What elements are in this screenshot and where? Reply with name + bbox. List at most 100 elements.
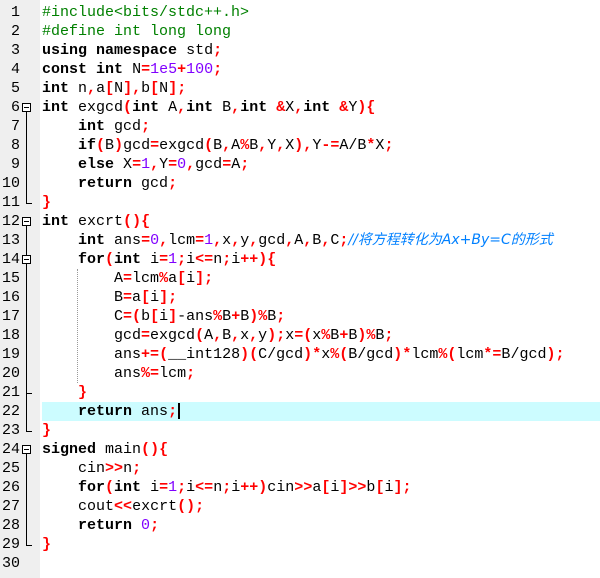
code-line[interactable]: 21 } xyxy=(0,383,600,402)
line-code[interactable]: cin>>n; xyxy=(42,459,600,478)
code-line[interactable]: 7 int gcd; xyxy=(0,117,600,136)
code-line[interactable]: 8 if(B)gcd=exgcd(B,A%B,Y,X),Y-=A/B*X; xyxy=(0,136,600,155)
line-code[interactable]: #include<bits/stdc++.h> xyxy=(42,3,600,22)
code-line[interactable]: 4 const int N=1e5+100; xyxy=(0,60,600,79)
identifier-token: lcm xyxy=(168,232,196,249)
line-code[interactable]: } xyxy=(42,535,600,554)
code-line[interactable]: 29} xyxy=(0,535,600,554)
keyword-token: for xyxy=(78,479,106,496)
keyword-token: int xyxy=(42,99,70,116)
line-code[interactable]: for(int i=1;i<=n;i++)cin>>a[i]>>b[i]; xyxy=(42,478,600,497)
number-token: 0 xyxy=(150,232,160,249)
operator-token: , xyxy=(213,327,223,344)
line-code[interactable]: for(int i=1;i<=n;i++){ xyxy=(42,250,600,269)
line-code[interactable]: signed main(){ xyxy=(42,440,600,459)
fold-end-marker xyxy=(26,545,32,546)
operator-token: ) xyxy=(150,441,160,458)
line-number: 21 xyxy=(1,384,20,401)
operator-token: , xyxy=(150,156,160,173)
identifier-token: B xyxy=(348,327,358,344)
operator-token: , xyxy=(186,156,196,173)
code-line[interactable]: 9 else X=1,Y=0,gcd=A; xyxy=(0,155,600,174)
code-line[interactable]: 13 int ans=0,lcm=1,x,y,gcd,A,B,C;//将方程转化… xyxy=(0,231,600,250)
line-code[interactable]: else X=1,Y=0,gcd=A; xyxy=(42,155,600,174)
line-code[interactable]: using namespace std; xyxy=(42,41,600,60)
fold-toggle-icon[interactable] xyxy=(22,217,31,226)
line-code[interactable]: } xyxy=(42,383,600,402)
line-code[interactable]: int gcd; xyxy=(42,117,600,136)
fold-toggle-icon[interactable] xyxy=(22,255,31,264)
line-code[interactable]: #define int long long xyxy=(42,22,600,41)
code-line[interactable]: 10 return gcd; xyxy=(0,174,600,193)
line-code[interactable]: } xyxy=(42,421,600,440)
line-number: 20 xyxy=(1,365,20,382)
operator-token: ] xyxy=(195,270,205,287)
line-code[interactable]: int excrt(){ xyxy=(42,212,600,231)
line-code[interactable]: if(B)gcd=exgcd(B,A%B,Y,X),Y-=A/B*X; xyxy=(42,136,600,155)
line-code[interactable]: return gcd; xyxy=(42,174,600,193)
code-line[interactable]: 2#define int long long xyxy=(0,22,600,41)
line-code[interactable]: cout<<excrt(); xyxy=(42,497,600,516)
operator-token: ( xyxy=(123,213,133,230)
code-line[interactable]: 20 ans%=lcm; xyxy=(0,364,600,383)
operator-token: = xyxy=(492,346,502,363)
identifier-token: X xyxy=(123,156,133,173)
number-token: 1 xyxy=(168,479,178,496)
line-code[interactable]: ans+=(__int128)(C/gcd)*x%(B/gcd)*lcm%(lc… xyxy=(42,345,600,364)
code-line[interactable]: 25 cin>>n; xyxy=(0,459,600,478)
code-editor[interactable]: 1#include<bits/stdc++.h>2#define int lon… xyxy=(0,3,600,573)
line-code[interactable]: const int N=1e5+100; xyxy=(42,60,600,79)
code-line[interactable]: 19 ans+=(__int128)(C/gcd)*x%(B/gcd)*lcm%… xyxy=(0,345,600,364)
code-line[interactable]: 26 for(int i=1;i<=n;i++)cin>>a[i]>>b[i]; xyxy=(0,478,600,497)
code-line[interactable]: 11} xyxy=(0,193,600,212)
text-cursor xyxy=(178,403,181,420)
line-code[interactable]: } xyxy=(42,193,600,212)
code-line[interactable]: 15 A=lcm%a[i]; xyxy=(0,269,600,288)
identifier-token: B xyxy=(114,289,124,306)
operator-token: % xyxy=(213,308,223,325)
code-line[interactable]: 27 cout<<excrt(); xyxy=(0,497,600,516)
code-line[interactable]: 18 gcd=exgcd(A,B,x,y);x=(x%B+B)%B; xyxy=(0,326,600,345)
line-code[interactable]: int n,a[N],b[N]; xyxy=(42,79,600,98)
line-code[interactable] xyxy=(42,554,600,573)
code-line[interactable]: 14 for(int i=1;i<=n;i++){ xyxy=(0,250,600,269)
operator-token: ) xyxy=(393,346,403,363)
identifier-token: y xyxy=(258,327,268,344)
line-number: 4 xyxy=(10,61,20,78)
operator-token: ; xyxy=(555,346,565,363)
code-line[interactable]: 16 B=a[i]; xyxy=(0,288,600,307)
line-code[interactable]: B=a[i]; xyxy=(42,288,600,307)
line-code[interactable]: gcd=exgcd(A,B,x,y);x=(x%B+B)%B; xyxy=(42,326,600,345)
line-code[interactable]: int ans=0,lcm=1,x,y,gcd,A,B,C;//将方程转化为Ax… xyxy=(42,231,600,250)
line-code[interactable]: return ans; xyxy=(42,402,600,421)
fold-toggle-icon[interactable] xyxy=(22,103,31,112)
operator-token: } xyxy=(42,536,52,553)
number-token: 1 xyxy=(204,232,214,249)
keyword-token: signed xyxy=(42,441,97,458)
identifier-token: a xyxy=(168,270,178,287)
code-line[interactable]: 17 C=(b[i]-ans%B+B)%B; xyxy=(0,307,600,326)
code-line[interactable]: 30 xyxy=(0,554,600,573)
identifier-token: y xyxy=(240,232,250,249)
current-code-line[interactable]: 22 return ans; xyxy=(0,402,600,421)
operator-token: , xyxy=(285,232,295,249)
code-line[interactable]: 1#include<bits/stdc++.h> xyxy=(0,3,600,22)
code-line[interactable]: 23} xyxy=(0,421,600,440)
line-code[interactable]: int exgcd(int A,int B,int &X,int &Y){ xyxy=(42,98,600,117)
line-code[interactable]: C=(b[i]-ans%B+B)%B; xyxy=(42,307,600,326)
fold-toggle-icon[interactable] xyxy=(22,445,31,454)
line-code[interactable]: A=lcm%a[i]; xyxy=(42,269,600,288)
code-line[interactable]: 28 return 0; xyxy=(0,516,600,535)
number-token: 100 xyxy=(186,61,214,78)
line-code[interactable]: ans%=lcm; xyxy=(42,364,600,383)
fold-end-marker xyxy=(26,431,32,432)
operator-token: ( xyxy=(105,251,115,268)
operator-token: ; xyxy=(276,327,286,344)
operator-token: ; xyxy=(132,460,142,477)
line-code[interactable]: return 0; xyxy=(42,516,600,535)
